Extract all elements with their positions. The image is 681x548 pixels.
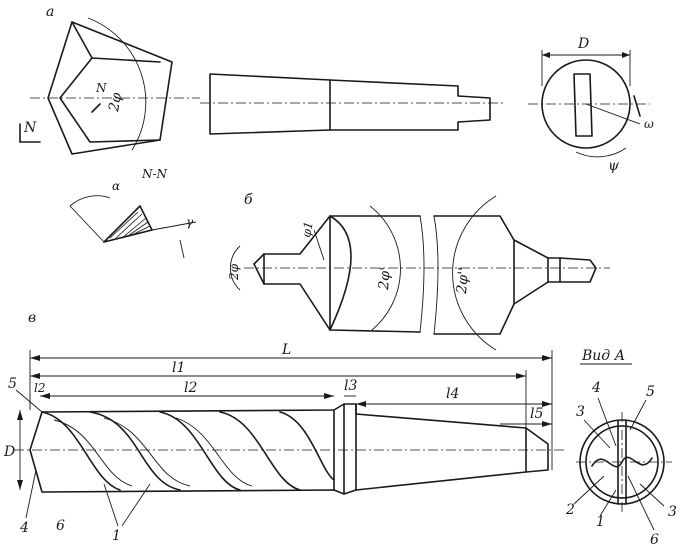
- dim-l2-small-label: l2: [34, 381, 45, 395]
- view-a-part-5: 5: [646, 384, 655, 400]
- end-view-D-label: D: [577, 36, 589, 52]
- section-mark-n-2: N: [23, 120, 37, 136]
- angle-phi1-label: φ1: [299, 220, 316, 238]
- step-drill-view: 2φ φ1 2φ' 2φ'': [227, 195, 610, 351]
- view-a-part-1: 1: [596, 514, 605, 530]
- twist-drill: [14, 403, 566, 495]
- dimension-lines: L l1 l2 l3 l4 l5 l2 D: [3, 342, 553, 490]
- part-label-6: 6: [56, 518, 65, 534]
- psi-label: ψ: [608, 158, 620, 174]
- dim-l5-label: l5: [530, 406, 543, 422]
- view-a-title: Вид А: [581, 348, 625, 364]
- dim-l2-label: l2: [184, 380, 197, 396]
- view-a-part-3-bottom: 3: [668, 504, 677, 520]
- drill-point-view: 2φ N N: [19, 17, 200, 155]
- view-a: Вид А 3 4 5 2 1 3 6: [565, 348, 677, 548]
- angle-2phi-b-label: 2φ: [227, 263, 241, 281]
- omega-label: ω: [644, 117, 654, 131]
- dim-D-label: D: [3, 444, 15, 460]
- dim-l3-label: l3: [344, 378, 357, 394]
- section-c-tag: в: [28, 310, 36, 326]
- section-mark-n-1: N: [95, 81, 107, 95]
- view-a-part-2: 2: [565, 502, 575, 518]
- section-nn: N-N α γ: [69, 167, 197, 259]
- section-a-tag: а: [46, 4, 54, 20]
- part-label-4: 4: [19, 520, 29, 536]
- part-callouts: 5 4 6 1: [8, 376, 151, 544]
- section-nn-title: N-N: [141, 167, 168, 181]
- part-label-1: 1: [112, 528, 121, 544]
- section-b-tag: б: [244, 192, 253, 208]
- drill-end-view: D ω ψ: [528, 36, 654, 174]
- view-a-part-4: 4: [591, 380, 601, 396]
- view-a-part-3-top: 3: [576, 404, 585, 420]
- dim-l4-label: l4: [446, 386, 459, 402]
- dim-L-label: L: [281, 342, 291, 358]
- alpha-label: α: [112, 179, 120, 193]
- view-a-part-6: 6: [650, 532, 659, 548]
- angle-2phi-prime-label: 2φ': [376, 266, 394, 291]
- dim-l1-label: l1: [172, 360, 185, 376]
- part-label-5: 5: [8, 376, 17, 392]
- drill-side-view: [200, 73, 505, 135]
- angle-2phi-label: 2φ: [106, 91, 125, 113]
- angle-2phi-dprime-label: 2φ'': [454, 267, 472, 296]
- gamma-label: γ: [186, 215, 194, 229]
